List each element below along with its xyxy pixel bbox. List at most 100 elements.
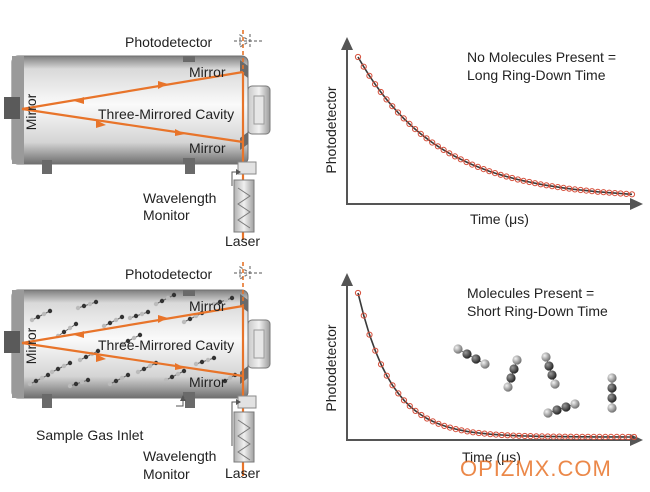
decay-marker [515, 432, 523, 439]
decay-marker [463, 158, 470, 166]
decay-marker [354, 53, 362, 61]
molecule-icon [127, 309, 151, 321]
decay-marker [372, 347, 379, 354]
decay-marker [389, 382, 396, 389]
bottom-wavelength-label-2: Monitor [143, 466, 190, 482]
decay-marker [441, 422, 448, 429]
top-wavelength-label-1: Wavelength [143, 190, 216, 206]
molecule-icon [217, 372, 238, 387]
decay-marker [464, 428, 471, 435]
decay-marker [423, 415, 431, 422]
molecule-icon [29, 308, 53, 323]
decay-marker [556, 433, 563, 440]
top-photodetector-label: Photodetector [125, 34, 213, 50]
decay-marker [400, 397, 408, 404]
top-mirror-bottom-label: Mirror [189, 140, 226, 156]
chart2-decay-markers [354, 289, 638, 441]
decay-marker [628, 191, 636, 198]
bottom-laser-label: Laser [225, 465, 260, 481]
decay-marker [498, 431, 505, 439]
decay-marker [383, 96, 390, 103]
decay-marker [526, 178, 533, 186]
bottom-cavity-tube [4, 289, 249, 408]
chart2-xlabel: Time (μs) [462, 449, 521, 465]
chart1-y-axis [341, 37, 353, 205]
decay-marker [549, 183, 556, 190]
chart2-molecule-illustrations [453, 344, 617, 418]
sample-gas-inlet-arrow [176, 395, 186, 407]
bottom-photodetector-label: Photodetector [125, 266, 213, 282]
decay-marker [497, 171, 504, 178]
chart2-title-line1: Molecules Present = [467, 285, 594, 301]
chart1-title-line2: Long Ring-Down Time [467, 67, 606, 83]
decay-marker [469, 429, 477, 436]
decay-marker [418, 411, 425, 419]
decay-marker [503, 173, 510, 180]
decay-marker [537, 181, 544, 188]
decay-marker [360, 312, 367, 319]
decay-marker [429, 139, 436, 146]
top-mirror-left-label: Mirror [23, 93, 39, 130]
top-mirror-top-label: Mirror [189, 64, 226, 80]
decay-marker [544, 433, 551, 440]
bottom-wavelength-label-1: Wavelength [143, 448, 216, 464]
top-cavity-tube [4, 55, 249, 174]
bottom-mirror-bottom-label: Mirror [189, 374, 226, 390]
top-wavelength-label-2: Monitor [143, 207, 190, 223]
decay-marker [366, 331, 373, 338]
chart1-title-line1: No Molecules Present = [467, 49, 616, 65]
decay-marker [446, 424, 454, 431]
chart2-decay-curve [357, 292, 634, 438]
top-wavelength-monitor [231, 161, 257, 186]
decay-marker [354, 289, 362, 297]
chart2-ylabel: Photodetector [323, 324, 339, 412]
decay-marker [377, 88, 384, 96]
molecule-icon [211, 295, 235, 307]
decay-marker [412, 407, 419, 414]
decay-marker [550, 433, 557, 440]
molecule-icon [503, 355, 522, 392]
decay-marker [475, 429, 482, 437]
chart-short-ring-down: Photodetector Time (μs) Molecules Presen… [323, 273, 643, 465]
molecule-icon [153, 292, 177, 307]
decay-marker [504, 432, 511, 439]
decay-marker [458, 427, 465, 434]
decay-marker [510, 432, 517, 439]
decay-marker [617, 190, 624, 197]
decay-marker [630, 433, 638, 441]
top-laser-body [233, 179, 255, 233]
decay-marker [406, 403, 413, 410]
top-photodetector-icon [234, 33, 262, 49]
decay-marker [452, 426, 459, 433]
molecule-icon [27, 372, 51, 387]
bottom-mirror-left-label: Mirror [23, 327, 39, 364]
chart1-decay-curve [357, 56, 633, 196]
bottom-cavity-assembly: Photodetector Mirror Three-Mirrored Cavi… [4, 262, 271, 482]
decay-marker [406, 120, 413, 128]
decay-marker [395, 390, 402, 397]
decay-marker [588, 188, 596, 195]
decay-marker [366, 72, 373, 79]
decay-marker [531, 180, 539, 187]
sample-gas-inlet-label: Sample Gas Inlet [36, 427, 143, 443]
gas-molecules-in-cavity [27, 292, 238, 389]
decay-marker [481, 430, 488, 437]
chart1-x-axis [346, 198, 643, 210]
molecule-icon [453, 344, 490, 369]
chart-long-ring-down: Photodetector Time (μs) No Molecules Pre… [323, 37, 643, 227]
chart1-ylabel: Photodetector [323, 86, 339, 174]
bottom-wavelength-monitor [231, 395, 257, 446]
watermark-text: OPIZMX.COM [460, 456, 612, 481]
decay-marker [412, 126, 419, 133]
decay-marker [543, 182, 550, 189]
molecule-icon [163, 368, 187, 383]
decay-marker [417, 130, 424, 137]
molecule-icon [119, 332, 143, 347]
decay-marker [538, 433, 546, 440]
decay-marker [423, 135, 430, 142]
decay-marker [561, 433, 569, 440]
decay-marker [611, 190, 619, 197]
decay-marker [527, 433, 534, 440]
decay-marker [383, 372, 390, 379]
